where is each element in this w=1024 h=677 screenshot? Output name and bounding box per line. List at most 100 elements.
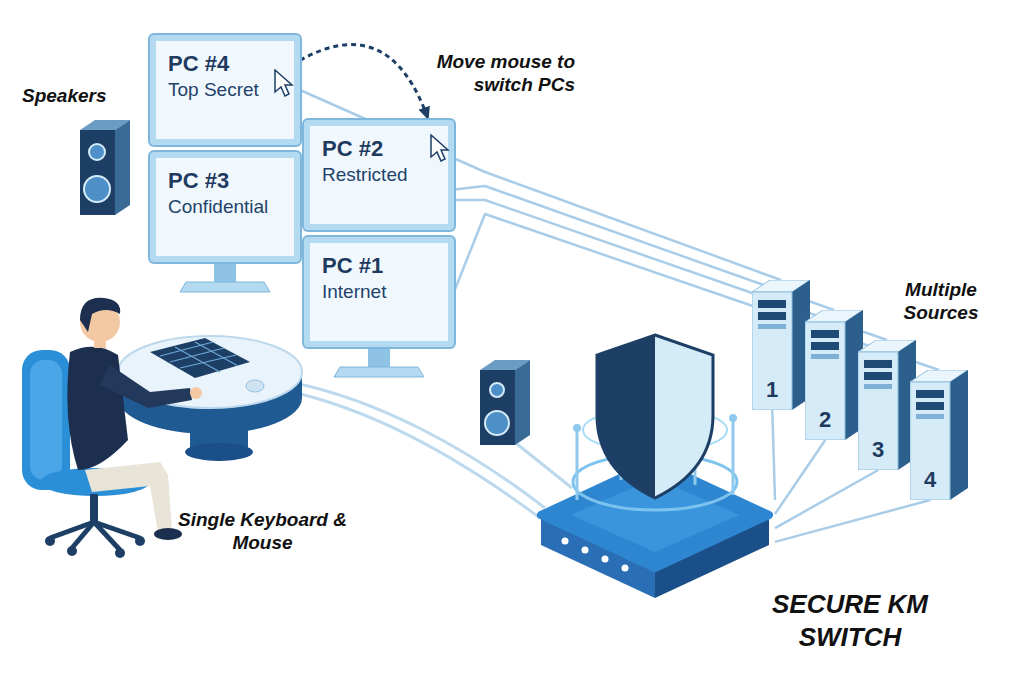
server-tower-art — [752, 280, 810, 410]
desk — [246, 380, 264, 392]
monitor-stand — [214, 264, 236, 282]
connector-line — [300, 45, 429, 120]
connector-line — [775, 500, 930, 542]
screen-label: Internet — [322, 281, 438, 304]
switch-art — [622, 565, 629, 572]
screen-label: Top Secret — [168, 79, 284, 102]
switch-art — [597, 335, 655, 498]
chair — [90, 494, 98, 522]
chair — [50, 522, 140, 550]
switch-art — [602, 556, 609, 563]
server-tower-art — [811, 354, 839, 359]
cable — [512, 440, 572, 488]
desk — [160, 342, 238, 372]
mouse-cursor — [275, 70, 292, 96]
switch-art — [729, 414, 737, 422]
switch-arrow — [300, 45, 430, 120]
km-switch: SECURE KM SWITCH — [535, 310, 775, 610]
server-tower-art — [950, 370, 968, 500]
chair — [72, 522, 94, 548]
speaker — [115, 120, 130, 215]
mouse-cursor — [274, 69, 294, 97]
cable-connector — [454, 214, 939, 370]
chair — [45, 536, 145, 558]
server-number: 1 — [752, 378, 792, 402]
server-tower: 2 — [805, 310, 863, 440]
desk — [195, 342, 238, 366]
speaker — [84, 176, 110, 202]
server-tower-art — [910, 382, 950, 500]
switch-art — [655, 335, 713, 498]
switch-art — [576, 430, 579, 500]
speaker — [480, 360, 530, 445]
server-tower-art — [811, 330, 839, 338]
desk — [185, 443, 253, 461]
cable-connector — [772, 410, 775, 500]
monitor-screen: PC #3Confidential — [150, 152, 300, 262]
monitor-screen: PC #2Restricted — [304, 120, 454, 230]
speaker — [89, 144, 105, 160]
person — [100, 365, 192, 408]
server-number: 4 — [910, 468, 950, 492]
connector-line — [772, 410, 775, 500]
chair — [67, 546, 77, 556]
server-tower-art — [805, 322, 845, 440]
screen-label: Confidential — [168, 196, 284, 219]
chair — [115, 548, 125, 558]
person — [67, 347, 128, 470]
cable-connector — [775, 500, 930, 542]
server-tower-art — [916, 390, 944, 398]
server-tower-art — [916, 414, 944, 419]
monitor-stand — [334, 367, 424, 377]
monitor-stand — [180, 282, 270, 292]
person — [190, 387, 202, 399]
server-tower-art — [758, 324, 786, 329]
chair — [30, 360, 62, 480]
arrow-head — [419, 106, 430, 120]
speaker — [485, 411, 509, 435]
server-tower-art — [864, 372, 892, 380]
switch-art — [562, 538, 569, 545]
server-tower-art — [916, 402, 944, 410]
server-tower: 1 — [752, 280, 810, 410]
desk — [150, 338, 250, 378]
cable-connector — [454, 200, 887, 340]
server-tower-art — [758, 312, 786, 320]
server-tower: 4 — [910, 370, 968, 500]
callout-label: Move mouse to switch PCs — [415, 50, 575, 96]
server-tower-art — [752, 292, 792, 410]
person — [154, 528, 182, 540]
device-heading: SECURE KM SWITCH — [770, 588, 930, 653]
switch-art — [582, 547, 589, 554]
server-tower-art — [910, 370, 968, 500]
server-tower-art — [811, 342, 839, 350]
monitor-stand — [368, 349, 390, 367]
callout-label: Multiple Sources — [886, 278, 996, 324]
chair — [22, 350, 70, 490]
desk — [175, 347, 220, 372]
switch-art — [597, 335, 713, 498]
screen-title: PC #4 — [168, 51, 284, 77]
switch-art — [535, 310, 775, 610]
speaker — [80, 120, 130, 215]
desk — [180, 355, 236, 368]
connector-line — [454, 214, 939, 370]
chair — [45, 536, 55, 546]
mouse-cursor — [430, 134, 450, 162]
person — [80, 298, 120, 332]
chair — [135, 536, 145, 546]
screen-title: PC #2 — [322, 136, 438, 162]
speaker — [480, 370, 515, 445]
server-tower-art — [758, 300, 786, 308]
speaker — [80, 130, 115, 215]
switch-art — [732, 420, 735, 495]
server-number: 3 — [858, 438, 898, 462]
server-tower-art — [858, 352, 898, 470]
switch-art — [573, 424, 581, 432]
callout-label: Speakers — [22, 84, 132, 107]
person — [85, 462, 172, 532]
server-tower-art — [858, 340, 916, 470]
speaker — [515, 360, 530, 445]
